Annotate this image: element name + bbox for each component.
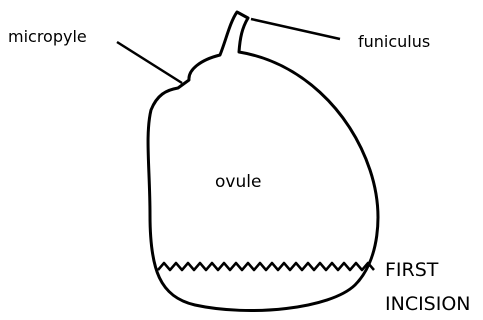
funiculus-label: funiculus bbox=[358, 32, 430, 51]
funiculus-leader bbox=[250, 17, 341, 41]
incision-label-line2: INCISION bbox=[385, 293, 471, 315]
micropyle-label: micropyle bbox=[8, 27, 87, 46]
micropyle-leader bbox=[116, 40, 183, 85]
incision-label-line1: FIRST bbox=[385, 259, 439, 281]
ovule-outline bbox=[146, 10, 380, 312]
ovule-label: ovule bbox=[215, 172, 261, 192]
first-incision-zigzag bbox=[157, 261, 375, 272]
